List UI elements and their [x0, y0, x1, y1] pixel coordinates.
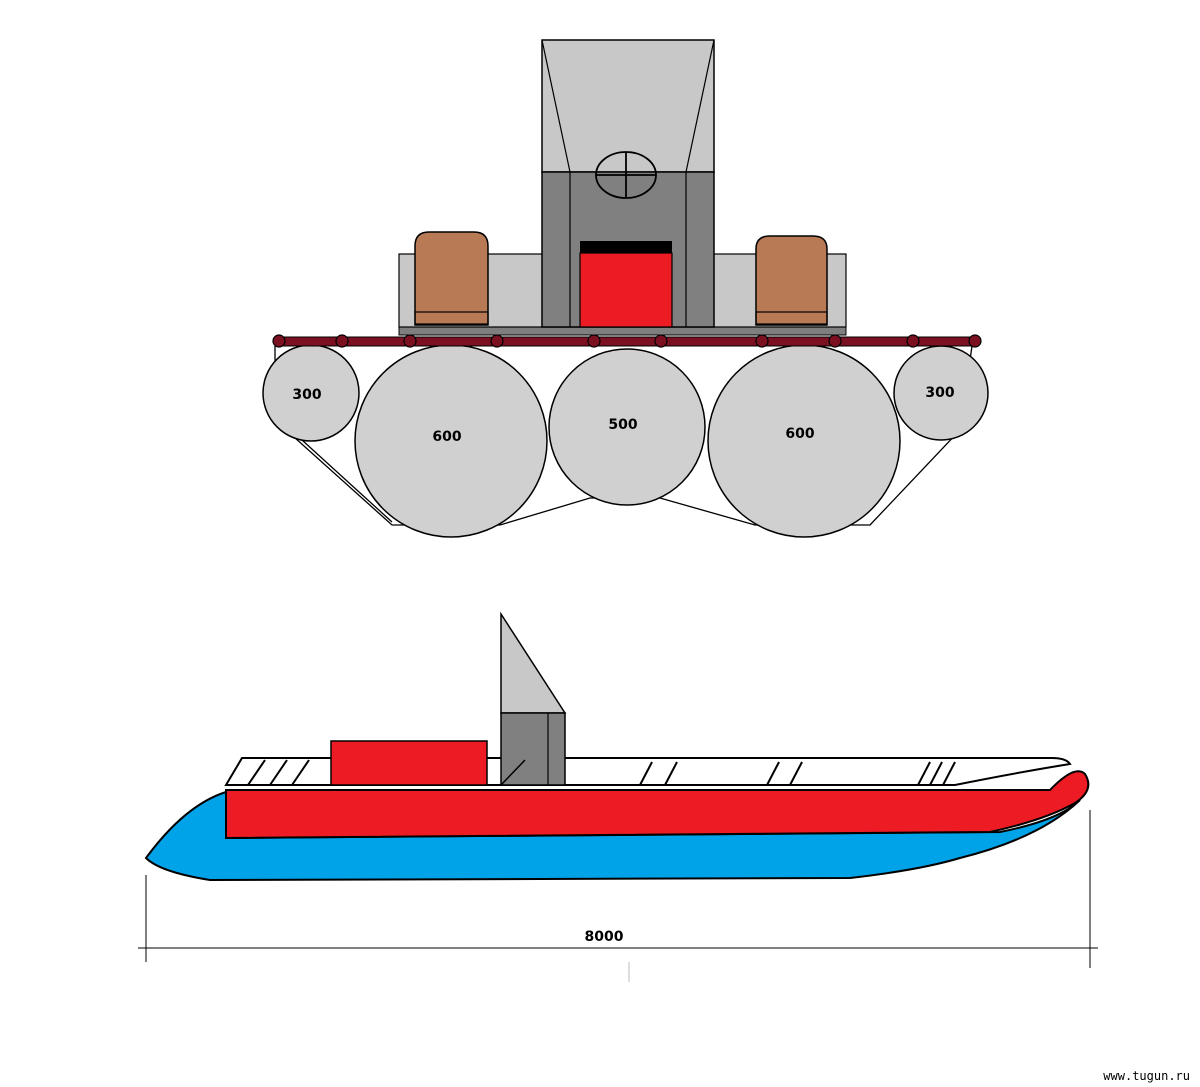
tube-center: [548, 348, 706, 506]
cargo-box: [330, 740, 488, 786]
tube-label-center: 500: [608, 417, 637, 433]
porthole: [595, 151, 657, 199]
tube-label-outer-right: 300: [925, 385, 954, 401]
length-dimension: [138, 810, 1098, 982]
watermark: www.tugun.ru: [1103, 1069, 1190, 1083]
tube-label-inner-right: 600: [785, 426, 814, 442]
side-tube: [225, 770, 1090, 840]
front-view: 300 600 500 600 300: [262, 39, 989, 538]
hatch-top: [580, 241, 672, 253]
tubes: [262, 344, 989, 538]
seat-right: [755, 235, 828, 326]
side-view: 8000: [138, 611, 1098, 982]
frame-rivets: [272, 334, 982, 348]
hatch: [579, 252, 673, 328]
seat-left: [414, 231, 489, 326]
deck-frame: [275, 336, 977, 347]
tube-label-outer-left: 300: [292, 387, 321, 403]
length-label: 8000: [585, 929, 624, 945]
console: [500, 611, 567, 786]
deck-plate: [398, 326, 847, 336]
hull: [144, 790, 1081, 882]
tube-label-inner-left: 600: [432, 429, 461, 445]
